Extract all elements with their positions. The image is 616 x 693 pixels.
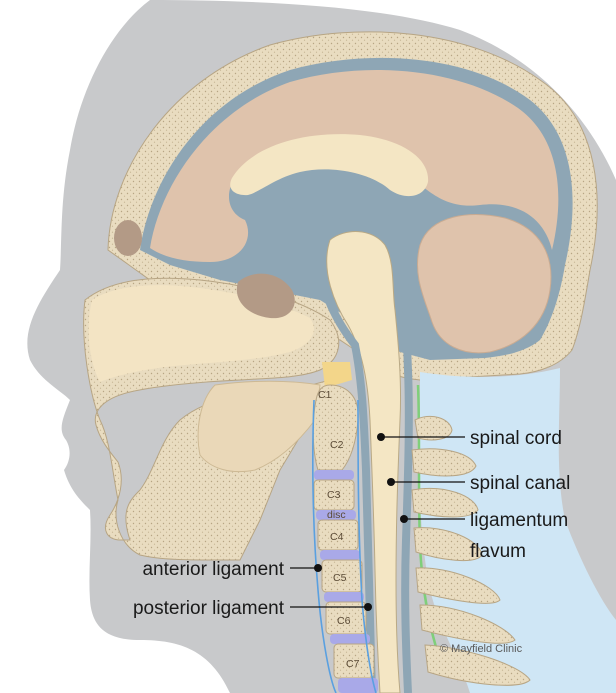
vertebra-c1-label: C1 (318, 389, 332, 401)
vertebra-c7-label: C7 (346, 658, 360, 670)
disc-label: disc (327, 509, 346, 521)
vertebra-c6-label: C6 (337, 615, 351, 627)
frontal-sinus (114, 220, 142, 256)
vertebra-c2-label: C2 (330, 439, 344, 451)
ligamentum-label-line2: flavum (470, 541, 526, 562)
copyright-notice: © Mayfield Clinic (440, 643, 523, 655)
anterior-ligament-label: anterior ligament (142, 559, 284, 580)
ligamentum-label-line1: ligamentum (470, 510, 568, 531)
vertebra-c5-label: C5 (333, 572, 347, 584)
spinal-cord-label: spinal cord (470, 428, 562, 449)
spinal-canal-label: spinal canal (470, 473, 570, 494)
vertebra-c3-label: C3 (327, 489, 341, 501)
vertebra-c4-label: C4 (330, 531, 344, 543)
posterior-ligament-label: posterior ligament (133, 598, 285, 619)
